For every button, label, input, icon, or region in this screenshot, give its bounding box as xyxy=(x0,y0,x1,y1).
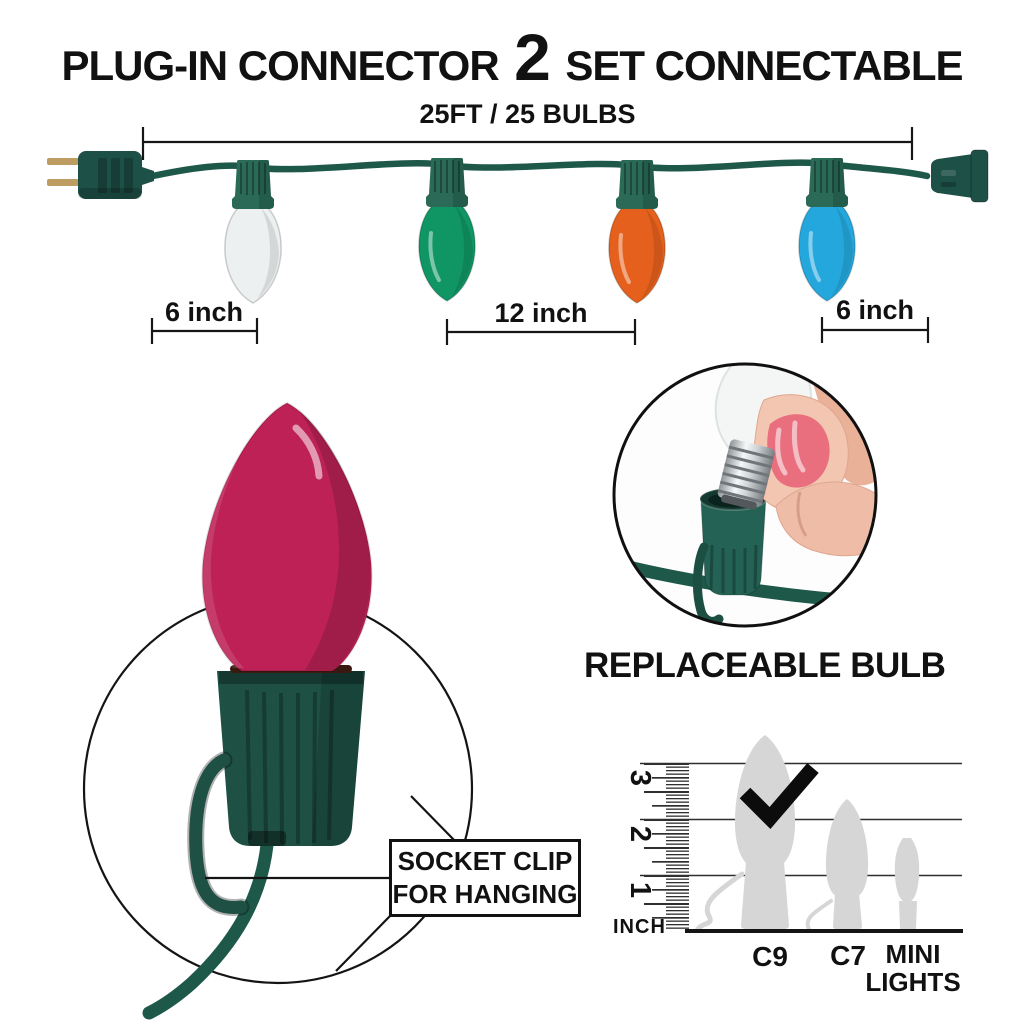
light-socket xyxy=(616,160,658,209)
replaceable-bulb-inset xyxy=(612,362,878,628)
right-spacing-label: 6 inch xyxy=(835,295,915,325)
plug-neck xyxy=(142,167,154,185)
measurement-lines xyxy=(141,127,930,345)
connector-female xyxy=(931,149,989,203)
light-socket xyxy=(426,158,468,207)
replaceable-bulb-caption: REPLACEABLE BULB xyxy=(584,646,946,685)
ruler-number-2: 2 xyxy=(624,825,657,843)
middle-spacing-label: 12 inch xyxy=(494,298,588,328)
hand-index-finger xyxy=(775,481,876,557)
c9-label: C9 xyxy=(752,941,788,972)
measure-line-left-6in xyxy=(150,318,259,344)
plug-prong xyxy=(47,158,79,165)
left-spacing-label: 6 inch xyxy=(164,297,244,327)
socket-clip-callout: SOCKET CLIP FOR HANGING xyxy=(389,839,581,917)
socket-clip-hook xyxy=(189,753,248,914)
plug-prong xyxy=(47,179,79,186)
ruler-number-3: 3 xyxy=(624,769,657,787)
ruler-number-1: 1 xyxy=(624,881,657,899)
checkmark-icon xyxy=(739,763,819,830)
bulb-orange xyxy=(608,206,666,304)
string-light-blue xyxy=(798,158,856,302)
string-light-green xyxy=(418,158,476,302)
page-title: PLUG-IN CONNECTOR 2 SET CONNECTABLE xyxy=(0,24,1024,109)
mini-lights-silhouette xyxy=(894,838,920,929)
plug-male xyxy=(47,151,154,199)
chart-baseline xyxy=(685,929,963,933)
measure-line-12in xyxy=(445,319,637,345)
wire-slot xyxy=(248,831,286,846)
closeup-bulb xyxy=(201,401,373,672)
string-light-orange xyxy=(608,160,666,304)
callout-pointer-lines xyxy=(205,795,456,972)
closeup-wire xyxy=(142,838,274,1020)
title-part2: SET CONNECTABLE xyxy=(565,42,963,89)
callout-line2: FOR HANGING xyxy=(392,879,578,909)
c7-label: C7 xyxy=(830,940,866,971)
socket-clip-closeup xyxy=(82,401,474,1020)
connector-body xyxy=(931,154,973,198)
inch-unit-label: INCH xyxy=(613,916,666,938)
connector-cap xyxy=(970,149,989,203)
bulb-blue xyxy=(798,204,856,302)
inset-socket xyxy=(700,496,767,596)
light-socket xyxy=(806,158,848,207)
light-socket xyxy=(232,160,274,209)
c9-silhouette xyxy=(695,735,796,932)
bulb-green xyxy=(418,204,476,302)
measure-line-right-6in xyxy=(820,317,930,343)
inset-circle-border xyxy=(612,362,878,628)
bulb-gleam xyxy=(292,424,323,480)
bulb-white xyxy=(224,206,282,304)
total-length-label: 25FT / 25 BULBS xyxy=(419,99,636,129)
ruler-ticks xyxy=(644,763,689,931)
mini-lights-label: MINI LIGHTS xyxy=(865,939,961,997)
measure-line-total xyxy=(141,127,914,160)
callout-line1: SOCKET CLIP xyxy=(397,846,573,876)
size-chart xyxy=(640,735,963,933)
title-big-number: 2 xyxy=(514,20,551,94)
c7-silhouette xyxy=(805,799,869,931)
closeup-socket xyxy=(217,671,365,846)
plug-body xyxy=(78,151,142,199)
title-part1: PLUG-IN CONNECTOR xyxy=(61,42,499,89)
string-light-white xyxy=(224,160,282,304)
